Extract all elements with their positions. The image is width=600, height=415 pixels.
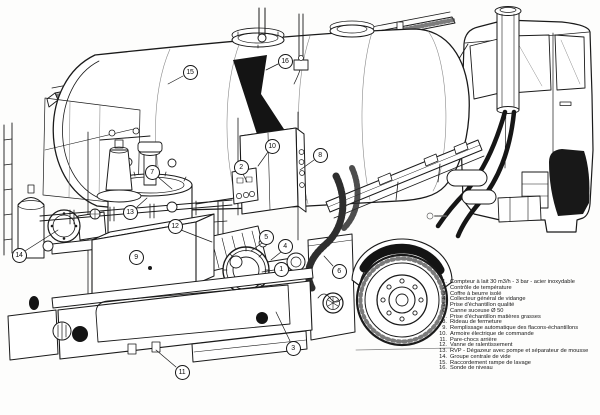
legend-item-number: 3. xyxy=(442,290,447,297)
legend-item: 16. Sonde de niveau xyxy=(436,365,598,372)
legend-item-text: Prise d'échantillon matières grasses xyxy=(450,313,541,320)
legend-item: 10. Armoire électrique de commande xyxy=(436,330,598,338)
legend-item-number: 4. xyxy=(442,296,447,303)
leader-lines xyxy=(24,63,334,368)
air-reservoir xyxy=(446,169,488,187)
legend-item: 13. RVP - Dégazeur avec pompe et séparat… xyxy=(436,348,598,355)
legend-item-number: 11. xyxy=(439,336,447,343)
legend-item: 15. Raccordement rampe de lavage xyxy=(436,359,598,367)
legend-item-number: 15. xyxy=(439,359,447,366)
legend-item: 1. Compteur à lait 30 m3/h - 3 bar - aci… xyxy=(436,279,598,286)
cab-wheel-arch xyxy=(549,149,590,216)
legend-item: 2. Contrôle de température xyxy=(436,284,598,292)
legend-item-text: Collecteur général de vidange xyxy=(450,296,526,303)
legend-item-number: 5. xyxy=(442,302,447,308)
tire xyxy=(355,253,449,347)
legend-item-text: Canne suceuse Ø 50 xyxy=(450,307,504,314)
legend-item-text: Prise d'échantillon qualité xyxy=(450,302,515,308)
legend-item-text: Remplissage automatique des flacons-écha… xyxy=(450,325,579,331)
top-pipes xyxy=(257,7,309,85)
rear-platform-bumper xyxy=(7,267,314,363)
legend-item-number: 12. xyxy=(439,342,447,349)
closing-curtain xyxy=(233,55,297,153)
cab-window-rear xyxy=(554,34,586,91)
legend-item-number: 9. xyxy=(442,325,447,331)
legend-item-text: Groupe centrale de vide xyxy=(450,353,511,360)
legend-item-number: 14. xyxy=(439,353,447,360)
legend-item-number: 13. xyxy=(439,348,447,354)
legend-item: 8. Rideau de fermeture xyxy=(436,319,598,326)
legend-item-text: Pare-chocs arrière xyxy=(450,336,497,343)
legend-item: 5. Prise d'échantillon qualité xyxy=(436,302,598,309)
door-handle xyxy=(559,101,572,106)
manhole xyxy=(329,20,375,38)
legend-item-number: 2. xyxy=(442,284,447,291)
legend-item-text: Contrôle de température xyxy=(450,284,512,291)
legend-item-number: 7. xyxy=(442,313,447,320)
legend-item-number: 1. xyxy=(442,279,447,285)
legend-item-number: 8. xyxy=(442,319,447,326)
air-intake-stack xyxy=(494,6,522,114)
legend-item: 6. Canne suceuse Ø 50 xyxy=(436,307,598,315)
legend-item-text: Compteur à lait 30 m3/h - 3 bar - acier … xyxy=(450,279,575,285)
legend-item: 11. Pare-chocs arrière xyxy=(436,336,598,344)
legend-item-text: Coffre à beurre isolé xyxy=(450,290,502,297)
legend-item: 7. Prise d'échantillon matières grasses xyxy=(436,313,598,321)
air-reservoir xyxy=(461,189,497,205)
legend-item-text: Vanne de ralentissement xyxy=(450,342,513,349)
front-wheel xyxy=(307,233,453,351)
parts-legend: 1. Compteur à lait 30 m3/h - 3 bar - aci… xyxy=(436,279,598,372)
legend-item: 9. Remplissage automatique des flacons-é… xyxy=(436,325,598,332)
legend-item-number: 6. xyxy=(442,307,447,314)
legend-item-text: Armoire électrique de commande xyxy=(450,330,534,337)
chassis xyxy=(325,139,497,219)
legend-item: 3. Coffre à beurre isolé xyxy=(436,290,598,298)
legend-item-text: Raccordement rampe de lavage xyxy=(450,359,531,366)
legend-item-text: RVP - Dégazeur avec pompe et séparateur … xyxy=(450,348,589,354)
legend-item-text: Rideau de fermeture xyxy=(450,319,502,326)
legend-item-text: Sonde de niveau xyxy=(450,365,493,372)
legend-item: 12. Vanne de ralentissement xyxy=(436,342,598,349)
rear-light xyxy=(72,326,88,342)
illustrator-mark xyxy=(426,212,448,220)
legend-item-number: 16. xyxy=(439,365,447,372)
legend-item: 4. Collecteur général de vidange xyxy=(436,296,598,303)
legend-item-number: 10. xyxy=(439,330,447,337)
legend-item: 14. Groupe centrale de vide xyxy=(436,353,598,361)
